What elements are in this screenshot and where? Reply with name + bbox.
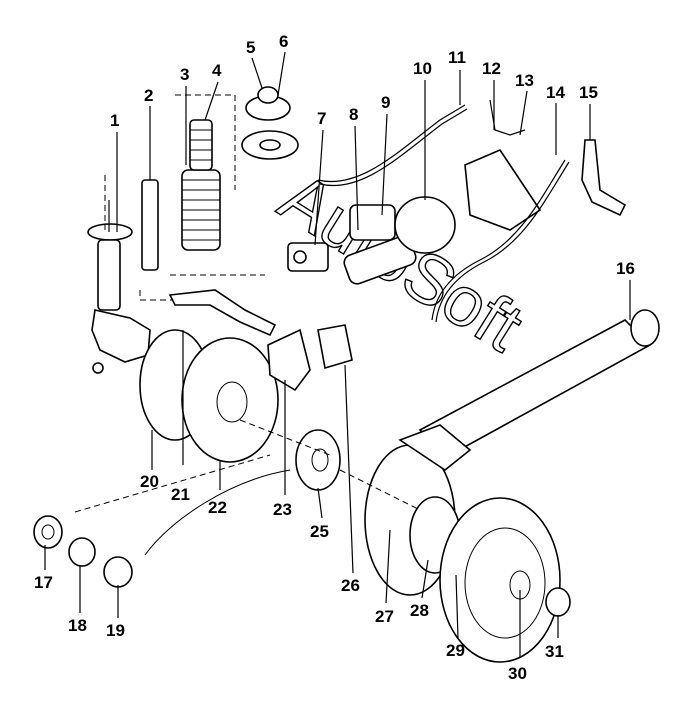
callout-31: 31 [545,642,564,661]
callout-9: 9 [381,93,390,112]
part-shock-absorber [141,150,159,271]
part-brake-hose-front [317,104,466,183]
callout-13: 13 [515,71,534,90]
part-brake-disc [181,337,279,463]
part-brake-drum [439,497,561,663]
part-wheel-hub [295,429,341,491]
callout-20: 20 [140,472,159,491]
callout-11: 11 [448,48,466,67]
part-brake-pedal [581,139,627,217]
callout-3: 3 [180,65,189,84]
callout-2: 2 [144,86,153,105]
part-rear-backing-plate [364,424,472,596]
part-upper-mount [241,86,299,160]
part-brake-hose-rear [431,159,566,321]
callout-12: 12 [482,59,501,78]
callout-22: 22 [208,498,227,517]
callout-29: 29 [446,641,465,660]
callout-30: 30 [508,664,527,683]
callout-15: 15 [579,83,598,102]
part-master-cylinder [343,196,456,285]
callout-27: 27 [375,607,394,626]
part-coil-spring [181,119,221,251]
callout-21: 21 [171,485,190,504]
callout-16: 16 [616,259,635,278]
callout-5: 5 [246,38,255,57]
callout-10: 10 [413,59,432,78]
part-pedal-bracket [464,99,542,231]
part-brake-caliper [267,328,311,392]
callout-25: 25 [310,522,329,541]
leader-lines [44,51,631,658]
callout-18: 18 [68,616,87,635]
part-brake-regulator [287,242,329,272]
callout-19: 19 [106,621,125,640]
part-strut-knuckle [87,200,151,374]
callout-8: 8 [349,105,358,124]
callout-labels: 1 2 3 4 5 6 7 8 9 10 11 12 13 14 15 16 1… [34,32,635,683]
callout-7: 7 [317,109,326,128]
part-rear-axle-beam [418,309,660,456]
callout-1: 1 [110,111,119,130]
callout-26: 26 [341,576,360,595]
callout-4: 4 [212,61,222,80]
callout-23: 23 [273,500,292,519]
part-brake-pads [317,324,353,370]
part-bushings [33,515,133,588]
part-lower-arm [168,289,277,337]
callout-14: 14 [546,83,565,102]
callout-6: 6 [279,32,288,51]
callout-17: 17 [34,573,53,592]
part-hub-cap [545,587,571,617]
callout-28: 28 [410,601,429,620]
